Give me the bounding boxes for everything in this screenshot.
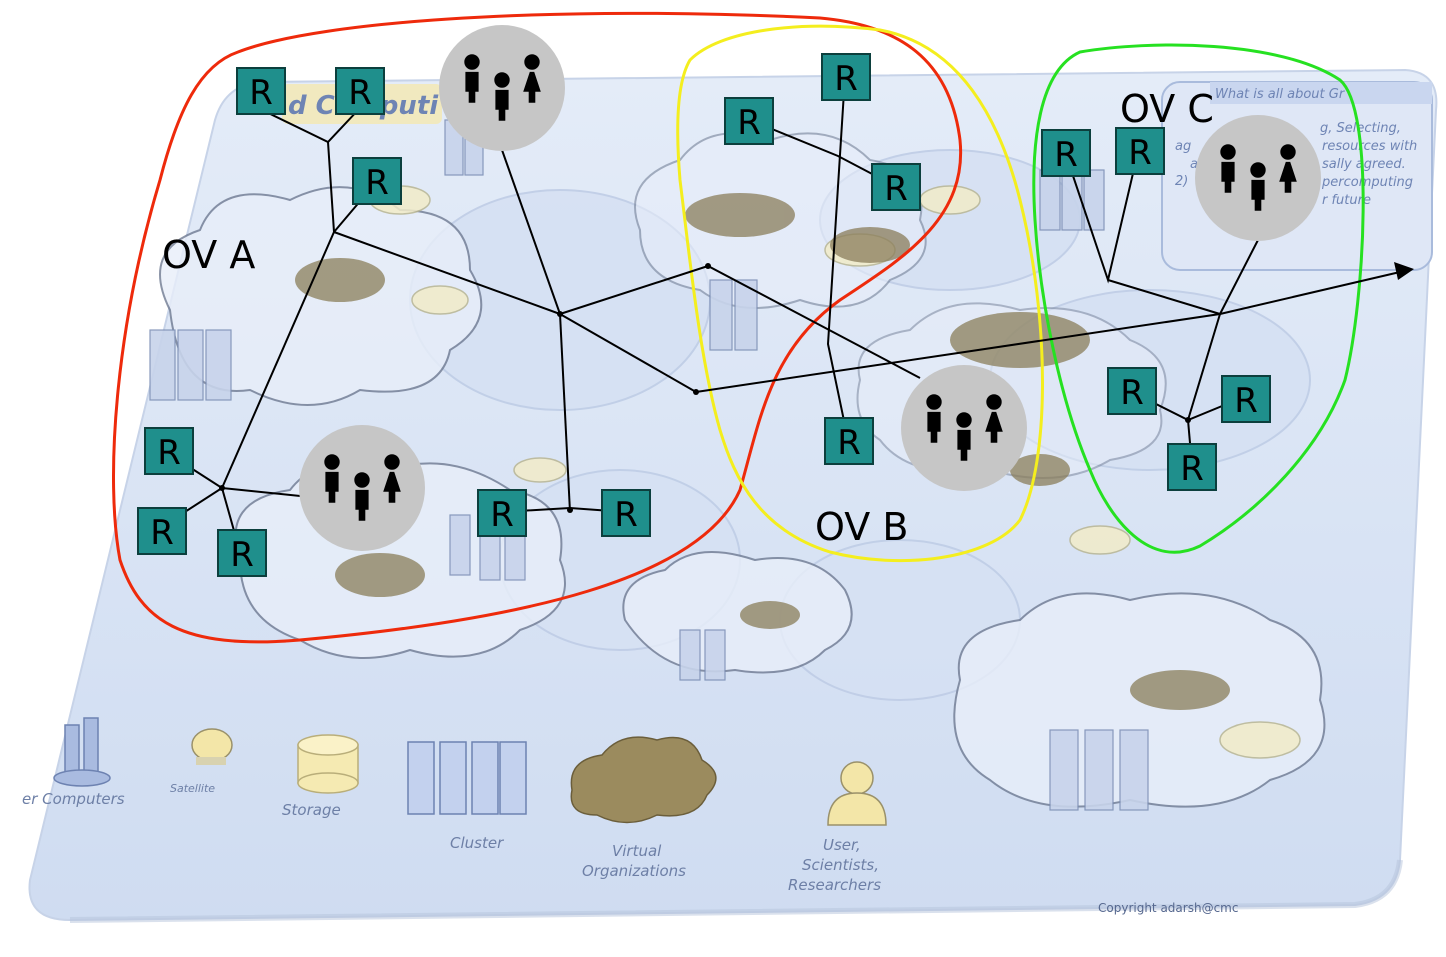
legend-users-3: Researchers	[788, 876, 881, 894]
info-box-text: sally agreed.	[1322, 157, 1406, 172]
user-icon	[827, 761, 887, 826]
router-label: R	[490, 495, 514, 535]
overlay-a-boundary	[112, 11, 963, 644]
legend-storage: Storage	[282, 801, 341, 819]
storage-icon	[297, 734, 359, 794]
router-node: R	[1221, 375, 1271, 423]
router-node: R	[335, 67, 385, 115]
router-node: R	[1041, 129, 1091, 177]
router-node: R	[217, 529, 267, 577]
router-node: R	[724, 97, 774, 145]
people-group-icon	[299, 425, 425, 551]
people-group-icon	[1195, 115, 1321, 241]
legend-users-1: User,	[823, 836, 861, 854]
legend-users-2: Scientists,	[802, 856, 879, 874]
info-box-text: resources with	[1322, 139, 1417, 154]
legend-virtual-orgs-1: Virtual	[612, 842, 662, 860]
overlay-b-label: OV B	[815, 505, 908, 549]
info-box-text: r future	[1322, 193, 1371, 208]
overlay-boundaries	[112, 11, 1365, 644]
router-node: R	[871, 163, 921, 211]
router-label: R	[157, 433, 181, 473]
info-box-text: g, Selecting,	[1320, 121, 1401, 136]
router-label: R	[884, 169, 908, 209]
router-node: R	[144, 427, 194, 475]
router-node: R	[1107, 367, 1157, 415]
router-node: R	[821, 53, 871, 101]
legend: er Computers Satellite Storage Cluster V…	[22, 717, 1238, 915]
overlay-c-label: OV C	[1120, 87, 1214, 131]
junction-dots	[219, 263, 1191, 513]
overlay-b-boundary	[676, 24, 1044, 563]
router-label: R	[1180, 449, 1204, 489]
legend-virtual-orgs-2: Organizations	[582, 862, 686, 880]
user-groups	[299, 25, 1321, 551]
satellite-icon	[191, 728, 233, 765]
router-label: R	[1128, 133, 1152, 173]
info-box-heading: What is all about Gr	[1215, 87, 1346, 102]
router-label: R	[834, 59, 858, 99]
copyright-text: Copyright adarsh@cmc	[1098, 901, 1238, 915]
legend-satellite: Satellite	[170, 782, 215, 795]
router-node: R	[1167, 443, 1217, 491]
overlay-a-label: OV A	[162, 233, 255, 277]
router-label: R	[737, 103, 761, 143]
router-label: R	[230, 535, 254, 575]
router-label: R	[249, 73, 273, 113]
legend-cluster: Cluster	[450, 834, 504, 852]
info-box-text: ag	[1175, 139, 1191, 154]
router-label: R	[150, 513, 174, 553]
router-node: R	[824, 417, 874, 465]
router-label: R	[1234, 381, 1258, 421]
router-label: R	[614, 495, 638, 535]
supercomputer-icon	[53, 717, 111, 787]
router-node: R	[1115, 127, 1165, 175]
router-node: R	[477, 489, 527, 537]
router-label: R	[348, 73, 372, 113]
people-group-icon	[901, 365, 1027, 491]
info-box-text: a	[1190, 157, 1198, 172]
info-box-text: 2)	[1175, 174, 1188, 189]
router-label: R	[365, 163, 389, 203]
router-label: R	[1120, 373, 1144, 413]
router-node: R	[137, 507, 187, 555]
router-node: R	[236, 67, 286, 115]
cluster-icon	[407, 741, 527, 815]
info-box-text: percomputing	[1321, 175, 1413, 190]
legend-supercomputers: er Computers	[22, 790, 125, 808]
router-label: R	[837, 423, 861, 463]
router-label: R	[1054, 135, 1078, 175]
people-group-icon	[439, 25, 565, 151]
router-node: R	[352, 157, 402, 205]
virtual-organization-cloud-icon	[570, 736, 717, 824]
router-node: R	[601, 489, 651, 537]
overlay-c-boundary	[1032, 43, 1365, 554]
